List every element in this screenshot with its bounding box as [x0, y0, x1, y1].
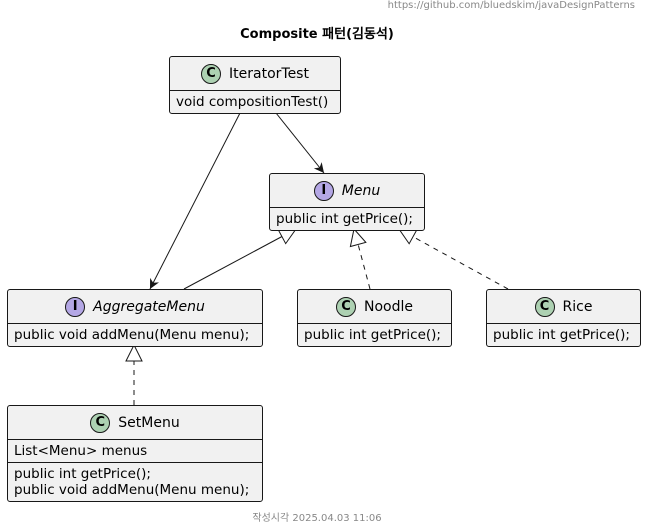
class-badge-icon: C: [201, 63, 222, 84]
methods-section: public int getPrice();: [487, 323, 640, 346]
class-header: C IteratorTest: [170, 57, 340, 90]
interface-name: Menu: [341, 182, 381, 199]
methods-section: public void addMenu(Menu menu);: [8, 323, 262, 346]
diagram-title: Composite 패턴(김동석): [240, 27, 394, 42]
method: public int getPrice();: [304, 327, 441, 343]
class-rice[interactable]: C Rice public int getPrice();: [486, 289, 641, 347]
arrow-iteratortest-to-aggregatemenu: [149, 112, 241, 290]
source-url[interactable]: https://github.com/bluedskim/javaDesignP…: [387, 0, 635, 11]
interface-menu[interactable]: I Menu public int getPrice();: [269, 173, 425, 231]
interface-header: I Menu: [270, 174, 424, 207]
method: public void addMenu(Menu menu);: [14, 482, 250, 498]
interface-name: AggregateMenu: [93, 298, 205, 315]
method: public int getPrice();: [493, 327, 630, 343]
method: void compositionTest(): [176, 94, 329, 110]
class-header: C Noodle: [298, 290, 451, 323]
arrow-rice-implements-menu: [399, 229, 509, 290]
interface-header: I AggregateMenu: [8, 290, 262, 323]
class-setmenu[interactable]: C SetMenu List<Menu> menus public int ge…: [7, 405, 263, 502]
method: public int getPrice();: [276, 211, 413, 227]
generated-timestamp: 작성시각 2025.04.03 11:06: [252, 513, 382, 524]
methods-section: void compositionTest(): [170, 90, 340, 113]
class-name: IteratorTest: [229, 65, 309, 82]
field: List<Menu> menus: [14, 443, 148, 459]
class-header: C SetMenu: [8, 406, 262, 439]
interface-badge-icon: I: [313, 180, 334, 201]
class-badge-icon: C: [534, 296, 555, 317]
arrow-aggregatemenu-extends-menu: [183, 229, 296, 290]
fields-section: List<Menu> menus: [8, 439, 262, 462]
class-name: SetMenu: [118, 414, 180, 431]
arrow-iteratortest-to-menu: [275, 112, 325, 174]
method: public int getPrice();: [14, 466, 151, 482]
arrow-noodle-implements-menu: [354, 229, 371, 290]
class-header: C Rice: [487, 290, 640, 323]
method: public void addMenu(Menu menu);: [14, 327, 250, 343]
interface-badge-icon: I: [65, 296, 86, 317]
methods-section: public int getPrice(); public void addMe…: [8, 462, 262, 501]
class-name: Noodle: [364, 298, 413, 315]
class-name: Rice: [562, 298, 593, 315]
class-badge-icon: C: [90, 412, 111, 433]
class-badge-icon: C: [336, 296, 356, 317]
methods-section: public int getPrice();: [270, 207, 424, 230]
class-noodle[interactable]: C Noodle public int getPrice();: [297, 289, 452, 347]
class-iteratortest[interactable]: C IteratorTest void compositionTest(): [169, 56, 341, 114]
interface-aggregatemenu[interactable]: I AggregateMenu public void addMenu(Menu…: [7, 289, 263, 347]
methods-section: public int getPrice();: [298, 323, 451, 346]
